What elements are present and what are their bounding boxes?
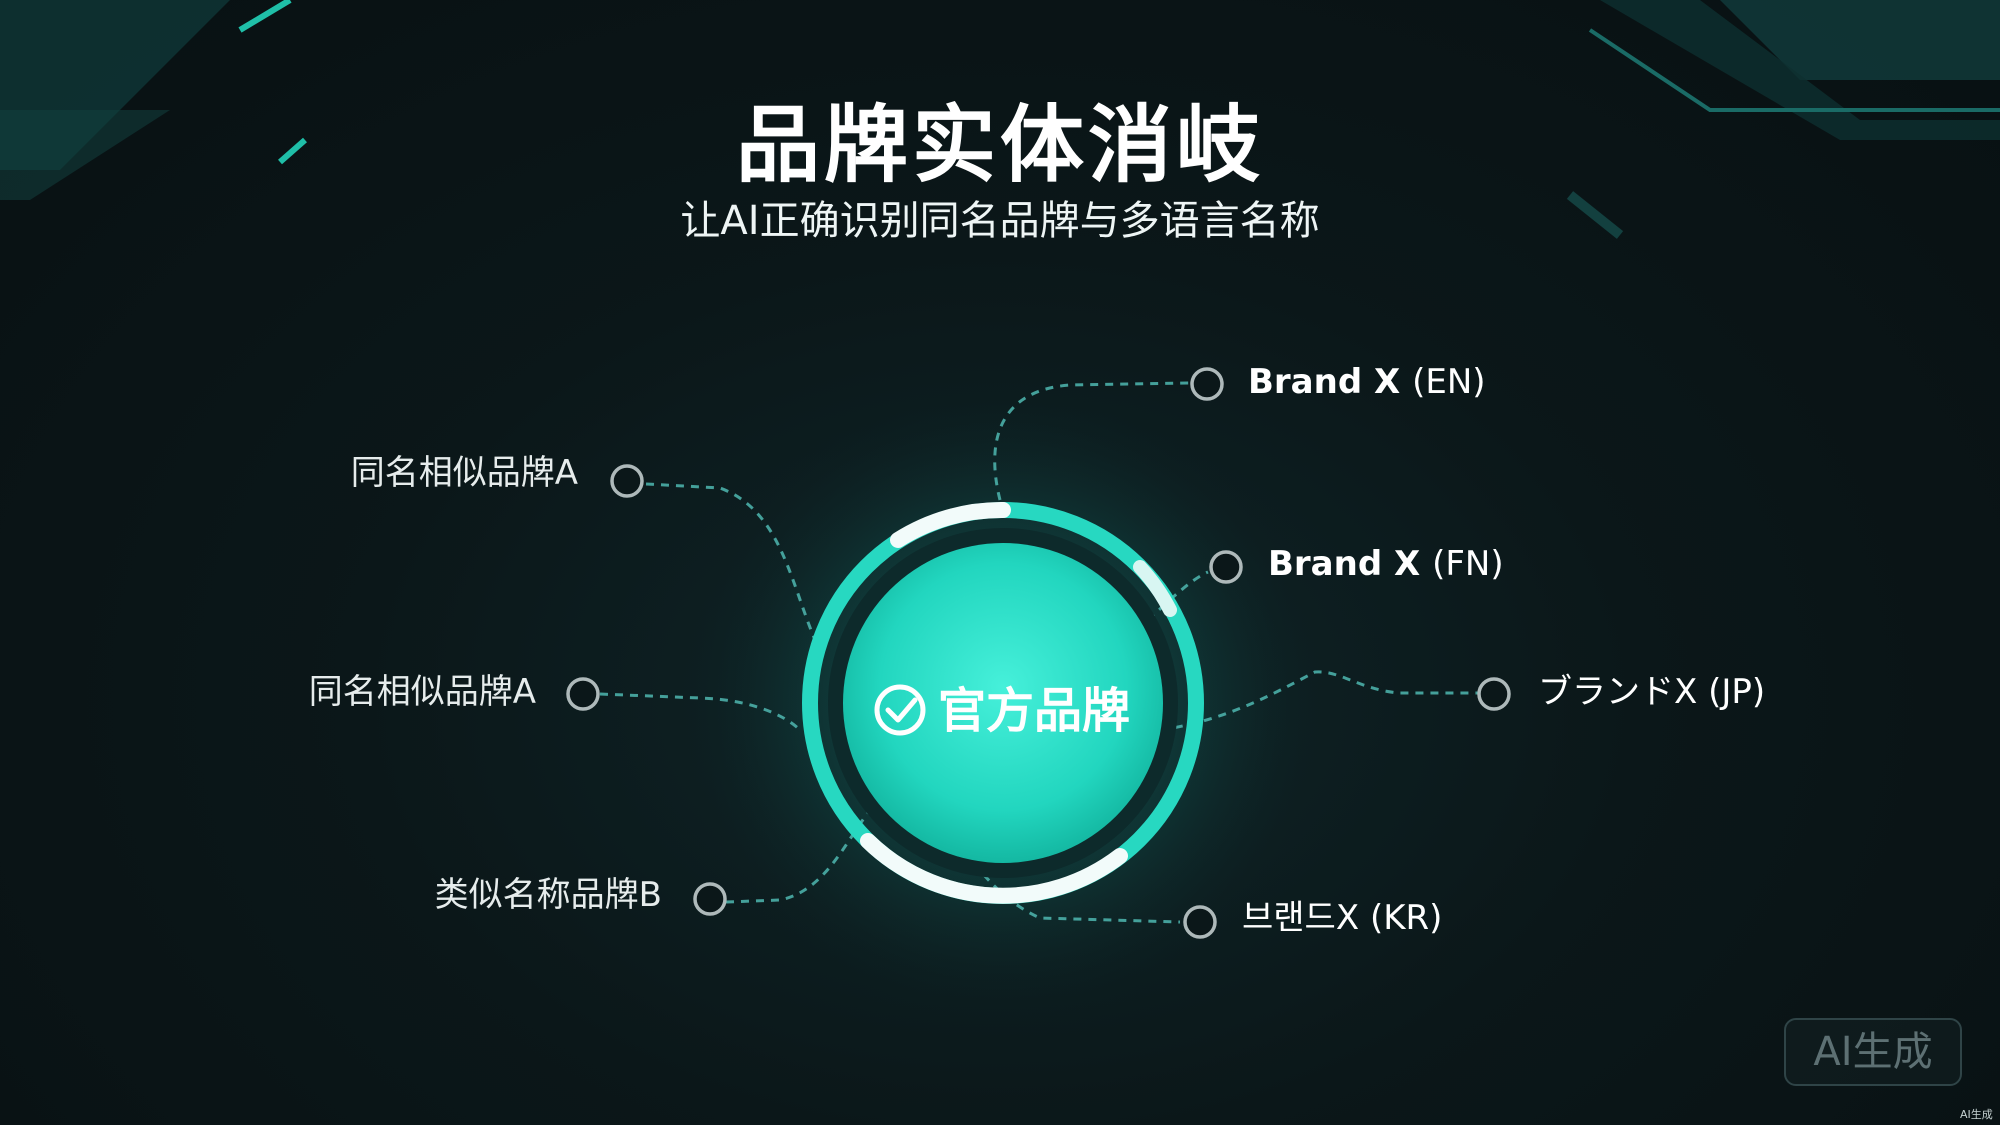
node-label-right-4: 브랜드X (KR) (1242, 898, 1443, 938)
connector-left-2 (599, 692, 802, 732)
node-label-right-3: ブランドX (JP) (1538, 672, 1766, 712)
node-label-left-1: 同名相似品牌A (350, 453, 578, 493)
corner-panel (1600, 0, 2000, 140)
node-label-right-2: Brand X (FN) (1268, 544, 1504, 584)
connector-left-1 (645, 482, 817, 641)
node-dot-right-3 (1477, 677, 1511, 711)
node-dot-right-4 (1183, 905, 1217, 939)
connector-right-1 (993, 381, 1191, 501)
ring-highlight-right (1133, 560, 1177, 617)
node-dot-left-1 (610, 464, 644, 498)
connector-right-4 (953, 839, 1181, 924)
node-label-left-3: 类似名称品牌B (434, 875, 662, 915)
check-circle-icon (874, 684, 926, 736)
node-dot-left-3 (693, 882, 727, 916)
node-dot-right-2 (1209, 550, 1243, 584)
connector-right-3 (1159, 670, 1478, 732)
accent-stroke (1566, 191, 1624, 239)
ai-generated-badge: AI生成 (1784, 1018, 1962, 1086)
ring-highlight-top (890, 501, 1011, 548)
center-core (843, 543, 1163, 863)
page-subtitle: 让AI正确识别同名品牌与多语言名称 (680, 198, 1320, 244)
accent-stroke (1588, 28, 2000, 112)
node-label-left-2: 同名相似品牌A (308, 672, 536, 712)
ai-generated-tag: AI生成 (1960, 1108, 1993, 1121)
center-label: 官方品牌 (938, 683, 1131, 739)
page-title: 品牌实体消岐 (735, 96, 1264, 194)
corner-panel (0, 110, 170, 200)
node-label-right-1: Brand X (EN) (1248, 362, 1486, 402)
corner-panel (1720, 0, 2000, 80)
node-dot-left-2 (566, 677, 600, 711)
connector-left-3 (725, 803, 877, 904)
accent-stroke (238, 0, 292, 33)
accent-stroke (278, 137, 307, 165)
ring-highlight-bottom (860, 833, 1128, 904)
node-dot-right-1 (1190, 367, 1224, 401)
